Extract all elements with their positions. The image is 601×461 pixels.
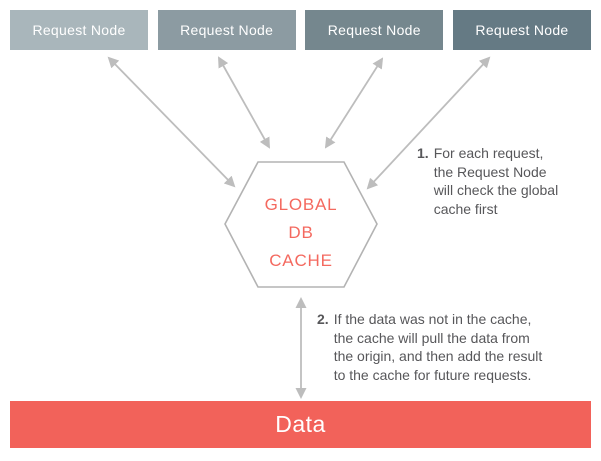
- annotation-2-line: If the data was not in the cache,: [333, 311, 532, 327]
- annotation-1-line: cache first: [433, 200, 498, 217]
- annotation-step-2: 2. If the data was not in the cache, the…: [317, 310, 542, 384]
- cache-hexagon-shape: [224, 161, 378, 288]
- request-node-box-3: Request Node: [305, 10, 444, 50]
- annotation-1-line: will check the global: [433, 182, 559, 198]
- request-node-row: Request Node Request Node Request Node R…: [10, 10, 591, 50]
- annotation-1-line: For each request,: [433, 145, 544, 161]
- request-node-box-1: Request Node: [10, 10, 148, 50]
- annotation-2-line: to the cache for future requests.: [333, 366, 532, 383]
- request-node-label: Request Node: [180, 22, 274, 38]
- request-node-label: Request Node: [32, 22, 126, 38]
- data-bar-label: Data: [275, 411, 326, 437]
- annotation-1-text: For each request, the Request Node will …: [434, 144, 559, 218]
- request-node-label: Request Node: [475, 22, 569, 38]
- annotation-2-line: the origin, and then add the result: [333, 348, 543, 364]
- cache-hexagon-label: GLOBAL DB CACHE: [225, 191, 377, 275]
- annotation-2-text: If the data was not in the cache, the ca…: [334, 310, 543, 384]
- cache-label-line-2: DB: [288, 223, 314, 242]
- request-node-box-2: Request Node: [157, 10, 296, 50]
- annotation-1-number: 1.: [417, 145, 429, 161]
- data-bar: Data: [10, 401, 591, 448]
- annotation-2-line: the cache will pull the data from: [333, 329, 530, 346]
- arrow-node3-cache: [324, 57, 384, 149]
- arrow-node1-cache: [107, 56, 236, 188]
- arrow-node2-cache: [218, 56, 270, 149]
- arrow-node4-cache: [366, 56, 491, 190]
- annotation-step-1: 1. For each request, the Request Node wi…: [417, 144, 558, 218]
- request-node-box-4: Request Node: [452, 10, 591, 50]
- annotation-2-number: 2.: [317, 311, 329, 327]
- request-node-label: Request Node: [327, 22, 421, 38]
- cache-label-line-3: CACHE: [269, 251, 333, 270]
- cache-label-line-1: GLOBAL: [264, 195, 338, 214]
- annotation-1-line: the Request Node: [433, 163, 547, 180]
